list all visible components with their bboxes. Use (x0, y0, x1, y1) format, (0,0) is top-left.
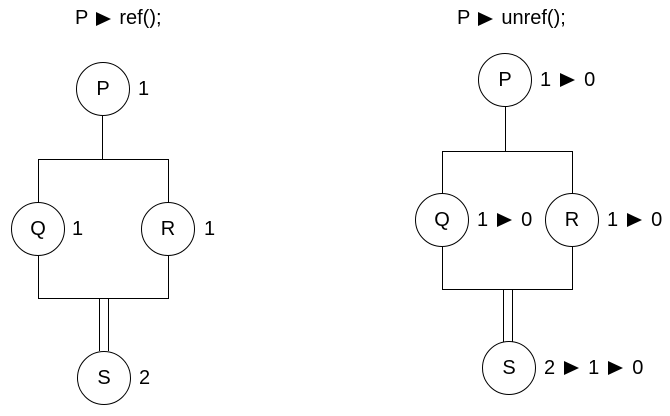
arrow-right-icon (627, 213, 643, 227)
title-method-label: ref(); (119, 7, 162, 29)
title-object-label: P (75, 7, 89, 29)
edge-r-to-bar (572, 247, 573, 290)
node-p-circle: P (478, 53, 532, 107)
edge-p-to-bar (505, 107, 506, 152)
double-edge-to-s (99, 299, 109, 351)
refcount-value: 1 (607, 208, 619, 231)
node-s-refcount: 2 (139, 351, 150, 405)
refcount-value: 0 (651, 208, 663, 231)
arrow-right-icon (478, 11, 494, 26)
edge-bar-to-r (168, 159, 169, 203)
node-q-circle: Q (11, 202, 65, 256)
node-r-circle: R (545, 193, 599, 247)
arrow-right-icon (96, 11, 112, 26)
node-p-refcount: 1 (138, 62, 149, 116)
node-p-label: P (96, 77, 110, 100)
arrow-right-icon (560, 73, 576, 87)
node-s-refcount: 2 1 0 (544, 341, 643, 395)
refcount-value: 1 (138, 77, 150, 100)
edge-bar-to-q (38, 159, 39, 203)
node-s-circle: S (77, 351, 131, 405)
node-q-label: Q (30, 217, 46, 240)
refcount-value: 1 (204, 217, 216, 240)
node-r-refcount: 1 (204, 202, 215, 256)
node-s-label: S (97, 366, 111, 389)
edge-q-to-bar (38, 256, 39, 299)
refcount-value: 0 (632, 356, 644, 379)
edge-bar-top (38, 159, 169, 160)
node-p-circle: P (76, 62, 130, 116)
node-q-circle: Q (415, 193, 469, 247)
edge-bar-bottom (38, 298, 169, 299)
arrow-right-icon (564, 361, 580, 375)
node-r-label: R (564, 208, 580, 231)
edge-r-to-bar (168, 256, 169, 299)
arrow-right-icon (608, 361, 624, 375)
diagram-title: P unref(); (457, 7, 566, 30)
node-q-refcount: 1 0 (477, 193, 532, 247)
diagram-title: P ref(); (75, 7, 162, 30)
title-object-label: P (457, 7, 471, 29)
node-s-circle: S (482, 341, 536, 395)
double-edge-to-s (503, 290, 513, 342)
edge-bar-to-r (572, 151, 573, 194)
edge-bar-top (442, 151, 573, 152)
node-r-circle: R (141, 202, 195, 256)
refcount-value: 1 (588, 356, 600, 379)
node-q-refcount: 1 (72, 202, 83, 256)
arrow-right-icon (497, 213, 513, 227)
edge-bar-bottom (442, 289, 573, 290)
refcount-value: 1 (72, 217, 84, 240)
node-r-label: R (160, 217, 176, 240)
refcount-value: 1 (477, 208, 489, 231)
node-r-refcount: 1 0 (607, 193, 662, 247)
title-method-label: unref(); (501, 7, 566, 29)
refcount-value: 0 (521, 208, 533, 231)
edge-bar-to-q (442, 151, 443, 194)
refcount-value: 0 (584, 68, 596, 91)
edge-p-to-bar (102, 116, 103, 160)
refcount-value: 2 (544, 356, 556, 379)
edge-q-to-bar (442, 247, 443, 290)
node-s-label: S (502, 356, 516, 379)
node-q-label: Q (434, 208, 450, 231)
refcount-value: 2 (139, 366, 151, 389)
node-p-label: P (498, 68, 512, 91)
node-p-refcount: 1 0 (540, 53, 595, 107)
refcount-value: 1 (540, 68, 552, 91)
